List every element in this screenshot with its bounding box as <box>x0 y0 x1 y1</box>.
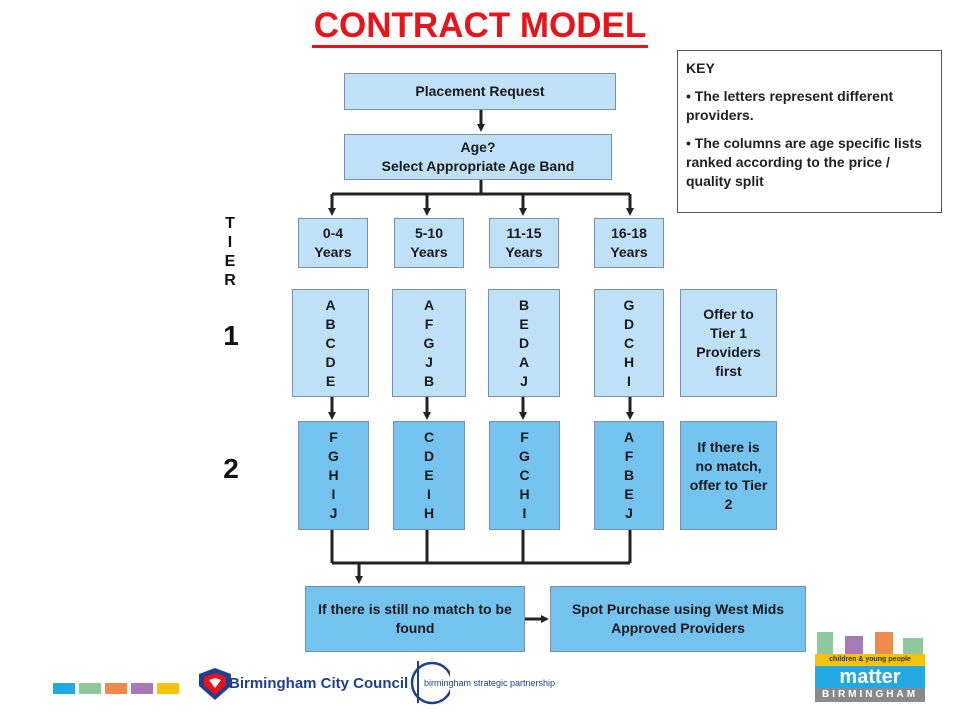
birmingham-city-council-logo: Birmingham City Council <box>195 666 408 704</box>
swatch-orange <box>105 683 127 694</box>
swatch-blue <box>53 683 75 694</box>
bsp-swirl-icon <box>410 661 450 705</box>
age-band-select-box: Age?Select Appropriate Age Band <box>344 134 612 180</box>
no-match-box: If there is still no match to be found <box>305 586 525 652</box>
birmingham-strategic-partnership-logo: birmingham strategic partnership <box>410 657 555 707</box>
key-legend: KEY • The letters represent different pr… <box>677 50 942 213</box>
key-bullet-providers: • The letters represent different provid… <box>686 88 894 123</box>
tier1-note: Offer to Tier 1 Providers first <box>680 289 777 397</box>
tier2-note: If there is no match, offer to Tier 2 <box>680 421 777 530</box>
swatch-purple <box>131 683 153 694</box>
key-heading: KEY <box>686 60 715 76</box>
children-young-people-matter-logo: children & young people matter BIRMINGHA… <box>815 632 927 704</box>
swatch-green <box>79 683 101 694</box>
tier-2-number: 2 <box>223 453 239 484</box>
bcc-emblem-icon <box>199 668 231 700</box>
tier-1-number: 1 <box>223 320 239 351</box>
page-title: CONTRACT MODEL <box>0 6 960 48</box>
placement-request-box: Placement Request <box>344 73 616 110</box>
spot-purchase-box: Spot Purchase using West Mids Approved P… <box>550 586 806 652</box>
key-bullet-columns: • The columns are age specific lists ran… <box>686 135 922 189</box>
swatch-yellow <box>157 683 179 694</box>
